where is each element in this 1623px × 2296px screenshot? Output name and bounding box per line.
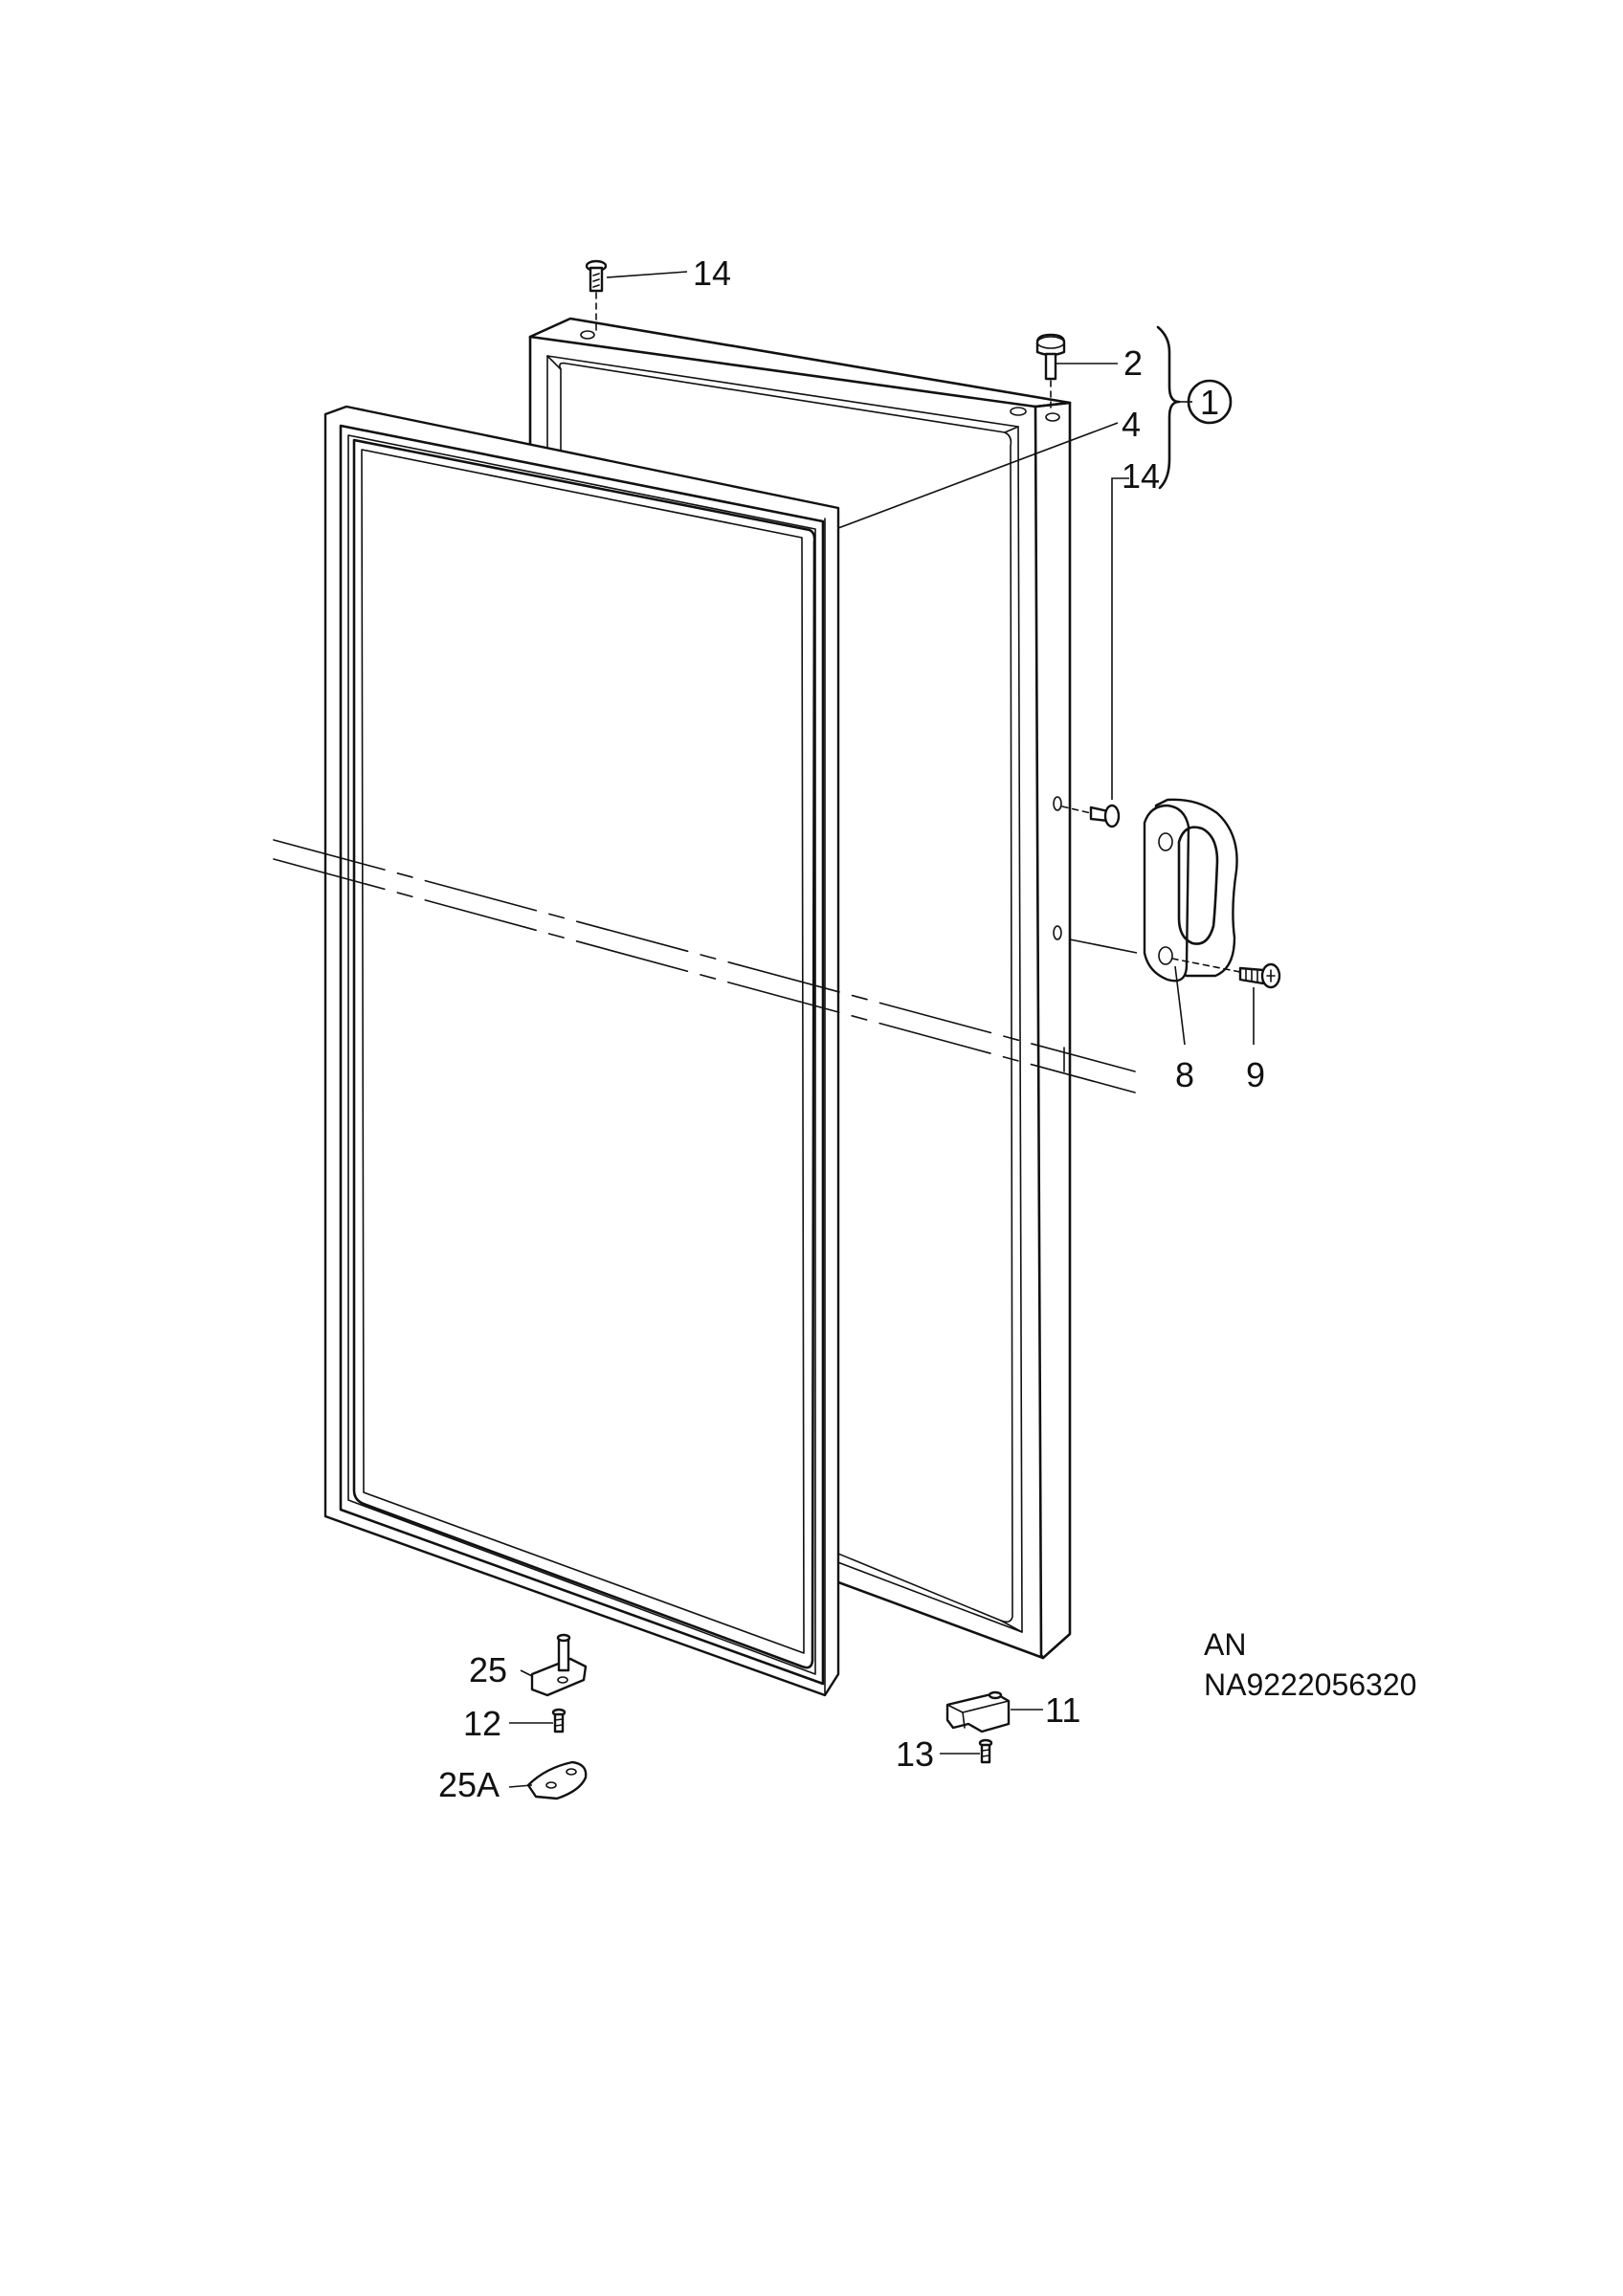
label-4: 4	[1122, 405, 1141, 444]
hinge-25A	[526, 1760, 588, 1800]
label-14-side: 14	[1122, 456, 1160, 496]
screw-9	[1171, 958, 1281, 989]
bracket-11	[945, 1690, 1011, 1733]
hinge-25	[530, 1633, 588, 1697]
item-labels: 14 2 1 4 14 8 9 25 12 25A 11 13	[438, 254, 1265, 1804]
item-1-circle	[1187, 379, 1233, 425]
label-25A: 25A	[438, 1765, 500, 1804]
drawing-code: AN NA9222056320	[1204, 1627, 1416, 1702]
pin-14-side	[1061, 804, 1121, 828]
pin-14-top	[585, 259, 608, 331]
door-handle	[1143, 798, 1238, 982]
label-1: 1	[1200, 383, 1219, 422]
label-13: 13	[896, 1734, 934, 1774]
screw-12	[551, 1708, 567, 1733]
label-14-top: 14	[693, 254, 731, 293]
label-12: 12	[463, 1704, 501, 1743]
screw-13	[978, 1738, 993, 1764]
label-11: 11	[1045, 1690, 1080, 1730]
drawing-code-line-2: NA9222056320	[1204, 1667, 1416, 1702]
leader-lines	[508, 271, 1255, 1788]
assembly-brace	[1156, 325, 1233, 490]
hinge-pin-2	[1035, 333, 1066, 408]
door-gasket	[323, 405, 840, 1697]
label-9: 9	[1246, 1055, 1265, 1094]
drawing-code-line-1: AN	[1204, 1627, 1246, 1662]
section-break-lines	[273, 839, 1136, 1093]
label-25: 25	[469, 1650, 507, 1689]
label-8: 8	[1175, 1055, 1194, 1094]
label-2: 2	[1123, 343, 1143, 383]
